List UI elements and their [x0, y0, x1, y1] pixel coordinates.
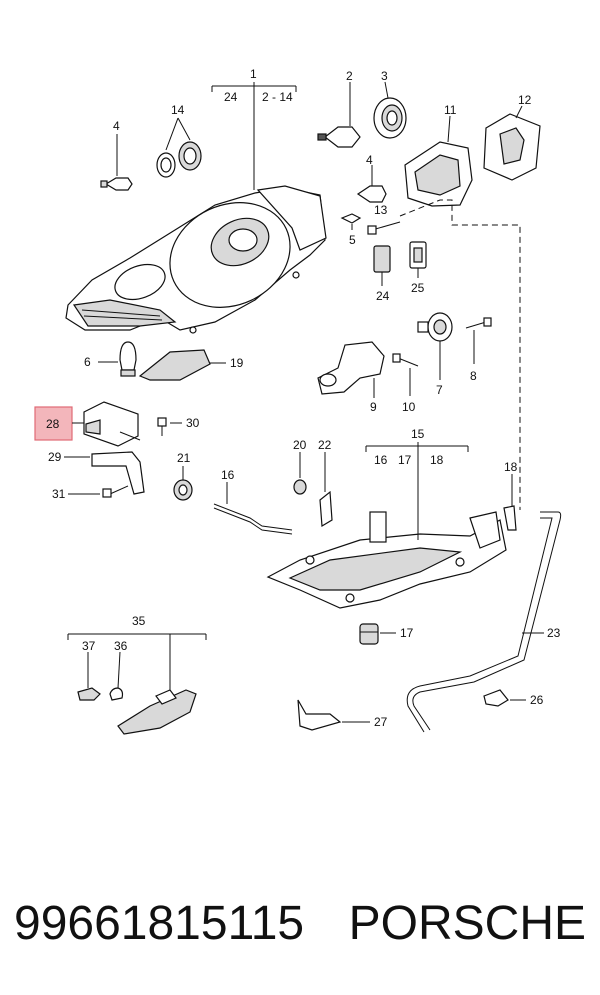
screw-30: 30	[157, 416, 200, 436]
svg-text:31: 31	[52, 487, 66, 501]
screw-10: 10	[392, 353, 419, 414]
cap-20: 20	[293, 438, 307, 495]
clip-22: 22	[318, 438, 333, 528]
svg-text:16: 16	[221, 468, 235, 482]
svg-text:16: 16	[374, 453, 388, 467]
svg-text:24: 24	[376, 289, 390, 303]
svg-text:4: 4	[366, 153, 373, 167]
svg-text:4: 4	[113, 119, 120, 133]
control-unit-28	[83, 401, 141, 447]
screw-8: 8	[465, 317, 492, 383]
control-module-12: 12	[483, 93, 541, 181]
svg-text:37: 37	[82, 639, 96, 653]
hose-23: 23	[406, 511, 562, 733]
bulb-2: 2	[317, 69, 361, 148]
svg-text:35: 35	[132, 614, 146, 628]
svg-text:10: 10	[402, 400, 416, 414]
svg-text:1: 1	[250, 67, 257, 81]
svg-text:20: 20	[293, 438, 307, 452]
svg-text:21: 21	[177, 451, 191, 465]
grommet-21: 21	[173, 451, 193, 501]
svg-text:15: 15	[411, 427, 425, 441]
ring-3: 3	[373, 69, 407, 139]
bulb-4-right: 4	[356, 153, 387, 203]
seals-14: 14	[156, 103, 202, 178]
bracket-27: 27	[297, 699, 388, 731]
svg-text:17: 17	[398, 453, 412, 467]
svg-text:7: 7	[436, 383, 443, 397]
clip-26: 26	[483, 689, 544, 707]
bulb-36: 36	[109, 639, 128, 701]
svg-text:27: 27	[374, 715, 388, 729]
callout-35: 35	[67, 614, 207, 690]
svg-text:6: 6	[84, 355, 91, 369]
svg-text:17: 17	[400, 626, 414, 640]
svg-text:9: 9	[370, 400, 377, 414]
svg-text:14: 14	[171, 103, 185, 117]
svg-text:3: 3	[381, 69, 388, 83]
svg-text:28: 28	[46, 417, 60, 431]
svg-text:11: 11	[444, 103, 457, 117]
callout-1: 1 24 2 - 14	[211, 67, 297, 190]
bulb-6: 6	[84, 341, 137, 377]
carrier-plate-15	[266, 511, 507, 609]
svg-text:12: 12	[518, 93, 532, 107]
part-number: 99661815115	[14, 896, 305, 950]
svg-text:26: 26	[530, 693, 544, 707]
callout-28-highlight: 28	[34, 406, 84, 441]
bulb-4-left: 4	[100, 119, 133, 191]
rod-16: 16	[213, 468, 293, 535]
screw-31: 31	[52, 485, 129, 501]
svg-text:13: 13	[374, 203, 388, 217]
svg-text:19: 19	[230, 356, 244, 370]
headlight-assembly	[65, 185, 327, 334]
svg-text:18: 18	[430, 453, 444, 467]
lens-19: 19	[138, 349, 244, 381]
connector-25: 25	[409, 241, 427, 295]
svg-text:24: 24	[224, 90, 238, 104]
bracket-29: 29	[48, 450, 145, 495]
bulb-5: 5	[340, 213, 362, 247]
screw-13: 13	[367, 203, 401, 235]
svg-text:29: 29	[48, 450, 62, 464]
side-marker-lens	[117, 689, 197, 735]
brand-name: PORSCHE	[348, 896, 586, 950]
svg-text:2 - 14: 2 - 14	[262, 90, 293, 104]
bracket-9: 9	[317, 341, 385, 414]
callout-15: 15 16 17 18	[365, 427, 469, 540]
clip-18: 18	[503, 460, 518, 531]
connector-24: 24	[373, 245, 391, 303]
mount-17: 17	[359, 623, 414, 645]
svg-text:25: 25	[411, 281, 425, 295]
svg-text:23: 23	[547, 626, 561, 640]
svg-text:18: 18	[504, 460, 518, 474]
svg-text:2: 2	[346, 69, 353, 83]
svg-text:22: 22	[318, 438, 332, 452]
svg-text:5: 5	[349, 233, 356, 247]
svg-text:8: 8	[470, 369, 477, 383]
footer: 99661815115 PORSCHE	[14, 888, 586, 958]
svg-text:36: 36	[114, 639, 128, 653]
adjuster-7: 7	[417, 312, 453, 397]
svg-text:30: 30	[186, 416, 200, 430]
socket-37: 37	[77, 639, 101, 701]
igniter-housing-11: 11	[404, 103, 473, 207]
dashed-leader	[399, 199, 521, 510]
